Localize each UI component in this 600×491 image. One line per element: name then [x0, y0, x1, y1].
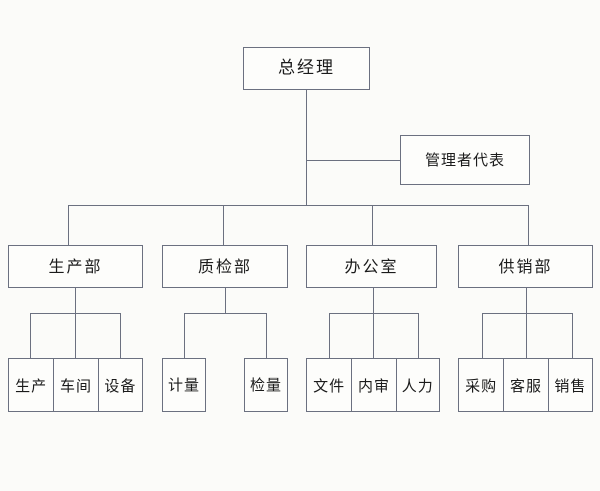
leaf-group-production: 生产 车间 设备: [8, 358, 143, 412]
connector-production-stem: [75, 288, 76, 313]
connector-drop-supply: [528, 205, 529, 245]
connector-quality-drop-1: [184, 313, 185, 358]
node-department-office-label: 办公室: [344, 256, 399, 276]
node-department-production-label: 生产部: [48, 256, 103, 276]
connector-production-drop-3: [120, 313, 121, 358]
node-leaf-office-wenjian[interactable]: 文件: [307, 359, 351, 411]
node-leaf-supply-caigou[interactable]: 采购: [459, 359, 503, 411]
node-leaf-production-shebei-label: 设备: [104, 376, 137, 395]
node-leaf-office-neishen-label: 内审: [357, 376, 390, 395]
node-leaf-production-chejian[interactable]: 车间: [53, 359, 97, 411]
connector-office-bus: [329, 313, 419, 314]
connector-production-drop-2: [75, 313, 76, 358]
node-leaf-quality-jianliang[interactable]: 检量: [244, 358, 288, 412]
node-department-supply-label: 供销部: [498, 256, 553, 276]
node-department-quality[interactable]: 质检部: [162, 245, 288, 288]
node-leaf-supply-xiaoshou[interactable]: 销售: [547, 359, 592, 411]
connector-supply-bus: [482, 313, 573, 314]
node-leaf-production-shebei[interactable]: 设备: [97, 359, 142, 411]
node-leaf-office-renli[interactable]: 人力: [395, 359, 439, 411]
connector-trunk-vertical: [306, 90, 307, 205]
connector-drop-office: [372, 205, 373, 245]
node-leaf-supply-caigou-label: 采购: [465, 376, 498, 395]
leaf-group-supply: 采购 客服 销售: [458, 358, 593, 412]
node-leaf-supply-xiaoshou-label: 销售: [554, 376, 587, 395]
connector-drop-production: [68, 205, 69, 245]
node-leaf-production-shengchan[interactable]: 生产: [9, 359, 53, 411]
connector-office-drop-2: [373, 313, 374, 358]
connector-drop-quality: [223, 205, 224, 245]
node-leaf-quality-jiliang-label: 计量: [167, 375, 200, 394]
node-department-supply[interactable]: 供销部: [458, 245, 593, 288]
connector-office-drop-1: [329, 313, 330, 358]
node-leaf-supply-kefu[interactable]: 客服: [503, 359, 547, 411]
node-leaf-quality-jiliang[interactable]: 计量: [162, 358, 206, 412]
node-department-quality-label: 质检部: [197, 256, 252, 276]
node-department-office[interactable]: 办公室: [306, 245, 437, 288]
connector-quality-bus: [184, 313, 267, 314]
connector-quality-stem: [225, 288, 226, 313]
node-leaf-supply-kefu-label: 客服: [509, 376, 542, 395]
node-general-manager[interactable]: 总经理: [243, 47, 370, 90]
leaf-group-office: 文件 内审 人力: [306, 358, 440, 412]
node-leaf-office-neishen[interactable]: 内审: [351, 359, 395, 411]
node-department-production[interactable]: 生产部: [8, 245, 143, 288]
node-leaf-production-chejian-label: 车间: [59, 376, 92, 395]
node-general-manager-label: 总经理: [278, 58, 335, 78]
node-management-representative-label: 管理者代表: [424, 150, 505, 169]
connector-supply-stem: [526, 288, 527, 313]
connector-main-bus: [68, 205, 529, 206]
connector-supply-drop-3: [572, 313, 573, 358]
connector-supply-drop-2: [526, 313, 527, 358]
connector-office-stem: [373, 288, 374, 313]
connector-staff-horizontal: [306, 160, 400, 161]
connector-production-drop-1: [30, 313, 31, 358]
connector-office-drop-3: [418, 313, 419, 358]
connector-quality-drop-2: [266, 313, 267, 358]
connector-supply-drop-1: [482, 313, 483, 358]
node-leaf-office-renli-label: 人力: [401, 376, 434, 395]
node-leaf-production-shengchan-label: 生产: [15, 376, 48, 395]
node-leaf-office-wenjian-label: 文件: [313, 376, 346, 395]
node-management-representative[interactable]: 管理者代表: [400, 135, 530, 185]
node-leaf-quality-jianliang-label: 检量: [249, 375, 282, 394]
